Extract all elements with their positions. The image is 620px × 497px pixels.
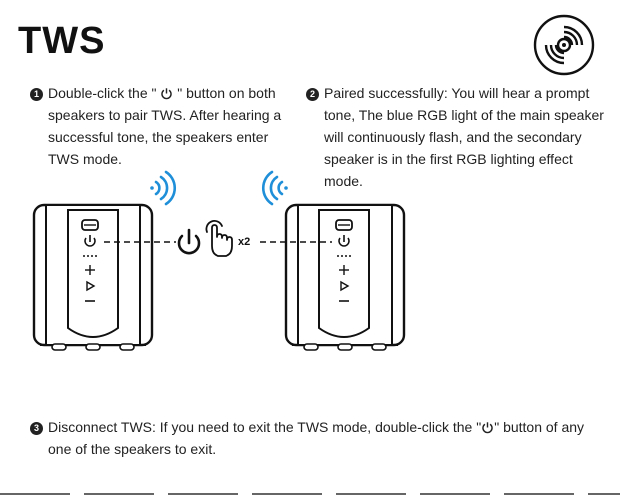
power-icon: [482, 422, 493, 434]
step-number: 3: [30, 422, 43, 435]
power-icon: [161, 88, 173, 100]
step-2: 2 Paired successfully: You will hear a pr…: [306, 82, 616, 192]
step-3-line-2: one of the speakers to exit.: [48, 441, 217, 457]
step-2-line-5: mode.: [324, 173, 363, 189]
wifi-signal-icon: [150, 170, 176, 206]
speaker-right: [284, 203, 406, 351]
step-1-line-2: speakers to pair TWS. After hearing a: [48, 107, 282, 123]
step-number: 2: [306, 88, 319, 101]
page-bottom-rule: [0, 493, 620, 495]
page-title: TWS: [18, 20, 106, 62]
step-number: 1: [30, 88, 43, 101]
step-1-line-4: TWS mode.: [48, 151, 122, 167]
power-icon: [177, 228, 201, 255]
step-2-line-2: tone, The blue RGB light of the main spe…: [324, 107, 604, 123]
power-icon: [338, 235, 350, 247]
speaker-left: [32, 203, 154, 351]
step-2-line-1: Paired successfully: You will hear a pro…: [324, 85, 590, 101]
step-3: 3 Disconnect TWS: If you need to exit the…: [30, 416, 615, 460]
step-2-line-4: speaker is in the first RGB lighting eff…: [324, 151, 573, 167]
step-1-line-3: successful tone, the speakers enter: [48, 129, 269, 145]
multiplier-label: x2: [238, 236, 251, 248]
step-3-line-1b: " button of any: [494, 419, 585, 435]
step-2-line-3: will continuously flash, and the seconda…: [324, 129, 582, 145]
step-3-line-1a: Disconnect TWS: If you need to exit the …: [48, 419, 482, 435]
step-1-line-1b: " button on both: [177, 85, 276, 101]
tap-hand-icon: [205, 220, 233, 257]
step-1-line-1a: Double-click the ": [48, 85, 157, 101]
wifi-signal-icon: [262, 170, 288, 206]
disc-icon: [533, 14, 595, 76]
step-1: 1 Double-click the " " button on both spe…: [30, 82, 310, 170]
power-icon: [84, 235, 96, 247]
